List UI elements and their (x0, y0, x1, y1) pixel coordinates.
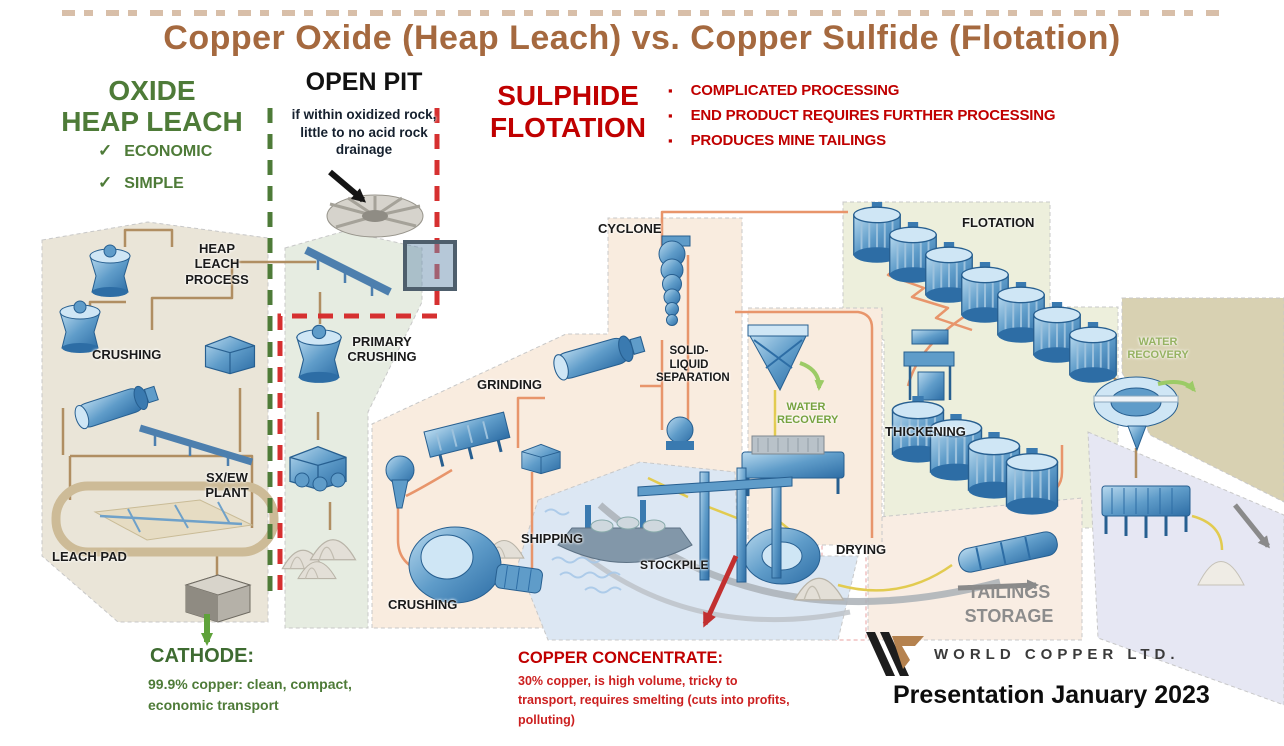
label-primary-crushing: PRIMARY CRUSHING (347, 334, 417, 365)
cathode-callout-heading: CATHODE: (150, 645, 255, 667)
oxide-benefit-economic: ✓ ECONOMIC (98, 141, 212, 161)
label-shipping: SHIPPING (521, 531, 584, 546)
regrind-tower (903, 329, 955, 401)
company-name: WORLD COPPER LTD. (934, 645, 1180, 663)
benefit-label: ECONOMIC (124, 143, 213, 160)
shipping-stockpile-equipment (544, 467, 793, 594)
heap-leach-equipment (51, 244, 279, 623)
bullet-text: END PRODUCT REQUIRES FURTHER PROCESSING (690, 107, 1056, 124)
label-flotation: FLOTATION (962, 215, 1035, 230)
label-water-recovery-right: WATER RECOVERY (1127, 336, 1189, 361)
sulphide-mill-equipment (385, 235, 694, 604)
label-sx-ew-plant: SX/EW PLANT (205, 470, 249, 501)
checkmark-icon: ✓ (98, 141, 113, 160)
label-thickening: THICKENING (885, 424, 966, 439)
label-tailings-storage: TAILINGS STORAGE (964, 582, 1054, 627)
label-stockpile: STOCKPILE (640, 558, 709, 572)
checkmark-icon: ✓ (98, 173, 113, 192)
label-leach-pad: LEACH PAD (52, 549, 127, 564)
sulphide-heading-line1: SULPHIDE (497, 80, 639, 111)
oxide-heap-leach-heading: OXIDE HEAP LEACH (38, 75, 266, 138)
concentrate-callout-heading: COPPER CONCENTRATE: (518, 649, 724, 667)
label-drying: DRYING (836, 542, 887, 557)
sulphide-bullet-3: ▪ PRODUCES MINE TAILINGS (668, 132, 886, 149)
bullet-icon: ▪ (668, 133, 673, 148)
slide-title: Copper Oxide (Heap Leach) vs. Copper Sul… (163, 19, 1121, 57)
open-pit-equipment (281, 194, 424, 580)
water-recovery-right-equipment (1093, 376, 1245, 586)
open-pit-heading: OPEN PIT (305, 68, 423, 96)
presentation-caption: Presentation January 2023 (893, 681, 1210, 709)
label-cyclone: CYCLONE (598, 221, 662, 236)
label-grinding: GRINDING (477, 377, 542, 392)
cropped-text-strip (62, 10, 1220, 16)
sulphide-heading-line2: FLOTATION (489, 112, 647, 144)
bullet-text: PRODUCES MINE TAILINGS (690, 132, 887, 149)
oxide-heading-line2: HEAP LEACH (61, 105, 243, 137)
world-copper-logo-icon (866, 632, 924, 676)
oxide-benefit-simple: ✓ SIMPLE (98, 173, 184, 193)
company-logo: WORLD COPPER LTD. (862, 630, 1180, 678)
bullet-text: COMPLICATED PROCESSING (690, 82, 900, 99)
label-water-recovery-mid: WATER RECOVERY (777, 401, 839, 426)
label-heap-leach-process: HEAP LEACH PROCESS (185, 241, 249, 287)
label-crushing-sulphide: CRUSHING (388, 597, 458, 612)
oxide-heading-line1: OXIDE (108, 75, 196, 106)
sulphide-flotation-heading: SULPHIDE FLOTATION (486, 80, 650, 144)
sulphide-bullet-2: ▪ END PRODUCT REQUIRES FURTHER PROCESSIN… (668, 107, 1056, 124)
water-recovery-mid-equipment (741, 324, 845, 498)
concentrate-callout-body: 30% copper, is high volume, tricky to tr… (518, 674, 790, 727)
bullet-icon: ▪ (668, 108, 673, 123)
drying-equipment (743, 527, 1058, 601)
boundary-dashes (267, 108, 440, 592)
cathode-callout-body: 99.9% copper: clean, compact, economic t… (148, 676, 352, 713)
sulphide-bullet-1: ▪ COMPLICATED PROCESSING (668, 82, 899, 99)
open-pit-note: if within oxidized rock, little to no ac… (291, 107, 437, 158)
bullet-icon: ▪ (668, 83, 673, 98)
label-crushing-oxide: CRUSHING (92, 347, 162, 362)
open-pit-highlight-box (403, 240, 457, 291)
benefit-label: SIMPLE (124, 175, 184, 192)
annotation-arrows (201, 169, 1270, 646)
label-solid-liquid-separation: SOLID-LIQUID SEPARATION (656, 345, 730, 385)
